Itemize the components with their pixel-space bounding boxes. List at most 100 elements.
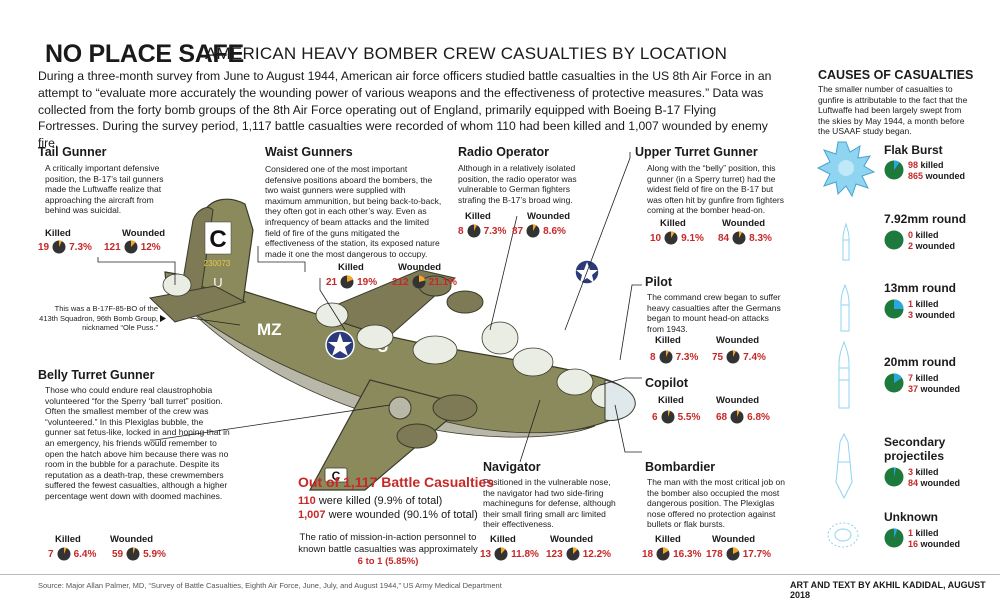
belly-wounded-label: Wounded	[110, 534, 154, 545]
belly-wounded-pie	[126, 547, 140, 561]
pie-slice	[733, 350, 737, 357]
cause-secondary-name: Secondary projectiles	[884, 435, 946, 463]
radio-wounded-label: Wounded	[527, 211, 571, 222]
radio-wounded-num: 87	[512, 225, 524, 237]
summary-ratio: The ratio of mission-in-action personnel…	[298, 532, 478, 568]
bullet-13mm-icon	[840, 283, 850, 332]
belly-killed-pct: 6.4%	[73, 548, 97, 560]
pie-slice	[133, 547, 136, 554]
cause-13mm-wounded: 3	[908, 309, 914, 320]
navigator-title: Navigator	[483, 460, 541, 474]
cause-20mm-killed: 7	[908, 373, 914, 383]
cause-unknown-wounded-word: wounded	[920, 538, 961, 549]
fuselage-code: MZ	[257, 320, 282, 339]
summary-heading: Out of 1,117 Battle Casualties	[298, 474, 495, 490]
pie-slice	[671, 231, 675, 238]
upper-killed-num: 10	[650, 232, 662, 244]
pie-slice	[732, 547, 739, 554]
cause-flak-wounded: 865	[908, 170, 924, 181]
navigator-wounded-num: 123	[546, 548, 563, 560]
radio-killed-label: Killed	[465, 211, 491, 222]
pilot-wounded-num: 75	[712, 351, 724, 363]
cause-flak-killed-word: killed	[920, 160, 944, 170]
waist-killed-pie	[340, 275, 354, 289]
pie-slice	[501, 547, 506, 554]
pie-slice	[737, 410, 740, 417]
radio-killed-pct: 7.3%	[483, 225, 507, 237]
pie-slice	[63, 547, 67, 554]
waist-killed-label: Killed	[338, 262, 364, 273]
tail-u: U	[213, 275, 222, 290]
secondary-projectiles-icon	[835, 432, 853, 500]
belly-wounded-num: 59	[112, 548, 124, 560]
flak-burst-icon	[816, 141, 876, 198]
pie-slice	[739, 231, 743, 238]
waist-gunners-title: Waist Gunners	[265, 145, 353, 159]
intro-text: During a three-month survey from June to…	[38, 69, 772, 151]
bombardier-wounded-pie	[726, 547, 740, 561]
waist-gunners-text: Considered one of the most important def…	[265, 164, 442, 259]
pilot-wounded-pie	[726, 350, 740, 364]
rudder-letter: C	[332, 469, 341, 483]
shell-20mm-icon	[838, 340, 850, 409]
summary-killed-text: were killed (9.9% of total)	[318, 495, 443, 507]
pilot-killed-num: 8	[650, 351, 656, 363]
cause-792-wounded: 2	[908, 240, 914, 251]
pie-slice	[473, 224, 477, 231]
bombardier-wounded-pct: 17.7%	[742, 548, 772, 560]
cause-secondary-killed-word: killed	[915, 467, 939, 477]
upper-wounded-label: Wounded	[722, 218, 766, 229]
tail-letter: C	[209, 226, 226, 253]
radio-operator-title: Radio Operator	[458, 145, 549, 159]
pilot-wounded-pct: 7.4%	[743, 351, 766, 363]
navigator-text: Positioned in the vulnerable nose, the n…	[483, 477, 616, 530]
pilot-wounded-stat: 75 7.4%	[712, 350, 766, 364]
navigator-killed-label: Killed	[490, 534, 516, 545]
bombardier-wounded-num: 178	[706, 548, 723, 560]
tail-gunner-title: Tail Gunner	[38, 145, 107, 159]
cause-792-killed-word: killed	[915, 230, 939, 240]
pilot-killed-label: Killed	[655, 335, 681, 346]
pilot-killed-pct: 7.3%	[675, 351, 699, 363]
bombardier-text: The man with the most critical job on th…	[647, 477, 785, 530]
pie-slice	[418, 275, 425, 282]
unknown-icon	[827, 522, 859, 548]
cause-20mm-wounded-word: wounded	[920, 383, 961, 394]
cause-unknown-name: Unknown	[884, 510, 938, 524]
belly-wounded-pct: 5.9%	[143, 548, 166, 560]
tail-gunner-text: A critically important defensive positio…	[45, 163, 164, 216]
summary-wounded-num: 1,007	[298, 509, 326, 521]
cause-20mm-killed-word: killed	[915, 373, 939, 383]
copilot-killed-pct: 5.5%	[677, 411, 701, 423]
cause-20mm-pie	[884, 373, 904, 393]
bullet-792-icon	[842, 222, 850, 261]
cause-flak-wounded-word: wounded	[925, 170, 966, 181]
pilot-title: Pilot	[645, 275, 673, 289]
cause-flak-name: Flak Burst	[884, 143, 943, 157]
pie-base	[884, 230, 904, 250]
bombardier-killed-pct: 16.3%	[673, 548, 702, 560]
cause-secondary-pie	[884, 467, 904, 487]
waist-killed-pct: 19%	[357, 276, 378, 288]
tail-killed-pie	[52, 240, 66, 254]
cause-13mm-killed: 1	[908, 299, 914, 309]
summary-wounded-line: 1,007 were wounded (90.1% of total)	[298, 508, 478, 522]
pie-slice	[59, 240, 63, 247]
tail-wounded-label: Wounded	[122, 228, 166, 239]
pie-slice	[347, 275, 354, 282]
tail-serial: 230073	[204, 259, 231, 268]
cause-13mm-pie	[884, 299, 904, 319]
summary-ratio-text: The ratio of mission-in-action personnel…	[298, 532, 478, 555]
pie-slice	[572, 547, 578, 554]
pilot-killed-stat: 8 7.3%	[650, 350, 698, 364]
bombardier-killed-pie	[656, 547, 670, 561]
